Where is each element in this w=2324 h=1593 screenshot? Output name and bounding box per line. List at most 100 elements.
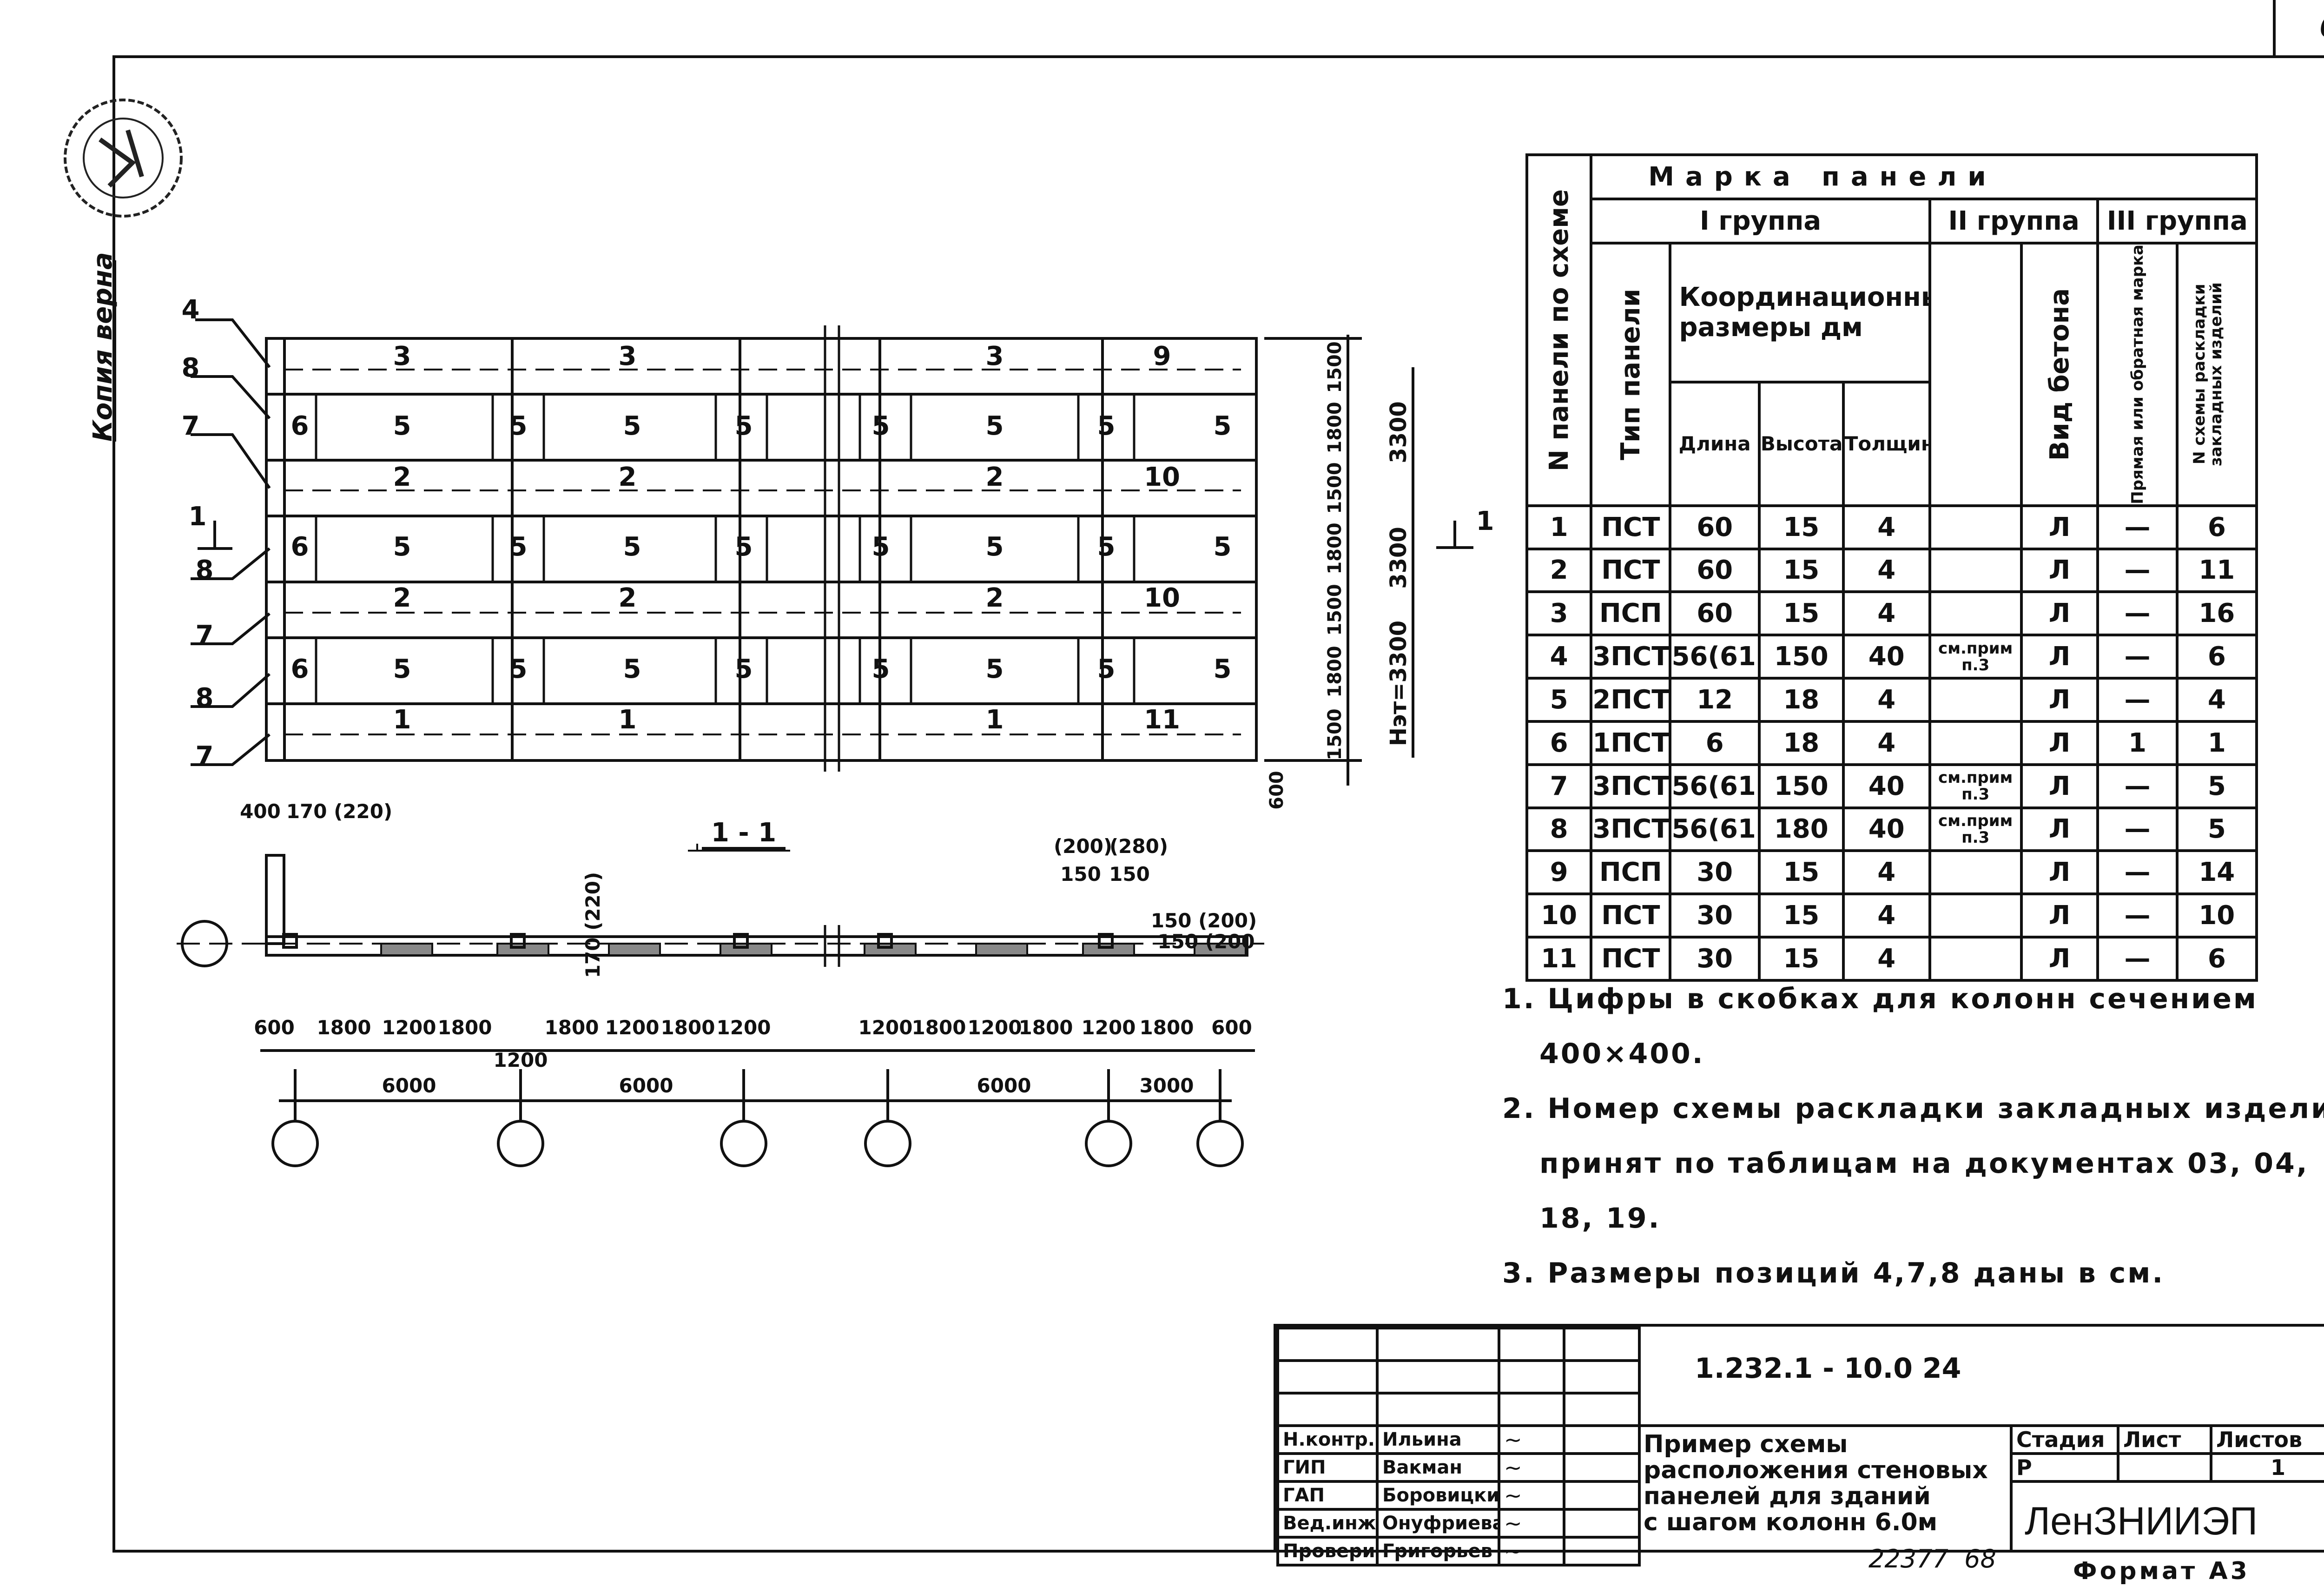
name: Вакман — [1376, 1452, 1500, 1483]
dim: 170 (220) — [581, 872, 604, 978]
cell-len: 30 — [1669, 849, 1761, 896]
dim: 1500 — [1324, 341, 1346, 393]
dim: 400 — [240, 800, 281, 823]
thick-header: Толщина — [1842, 380, 1931, 507]
cell-mark: — — [2096, 634, 2179, 680]
name: Ильина — [1376, 1424, 1500, 1455]
span-dim: 6000 — [977, 1074, 1031, 1097]
cell-g2 — [1928, 935, 2023, 982]
panel-mark: 2 — [986, 583, 1004, 613]
panel-mark: 1 — [619, 705, 637, 735]
cell-n: 10 — [1525, 892, 1593, 939]
cell-scheme: 11 — [2175, 547, 2258, 594]
doc-title: Пример схемы расположения стеновых панел… — [1644, 1430, 1988, 1536]
panel-mark: 5 — [1214, 411, 1232, 441]
cell-n: 7 — [1525, 763, 1593, 809]
note-line: 18, 19. — [1539, 1202, 1661, 1235]
cell-scheme: 4 — [2175, 677, 2258, 723]
cell-mark: — — [2096, 806, 2179, 853]
dim: 150 — [1060, 863, 1101, 886]
cell-g2 — [1928, 720, 2023, 766]
panel-mark: 5 — [393, 654, 411, 684]
panel-mark: 5 — [509, 411, 528, 441]
storey-dim: 3300 — [1386, 527, 1412, 589]
cell-mark: — — [2096, 677, 2179, 723]
cell-t: 40 — [1842, 634, 1931, 680]
cell-scheme: 6 — [2175, 935, 2258, 982]
cell-len: 60 — [1669, 590, 1761, 637]
signature-row: ПроверилГригорьев~ — [1276, 1536, 1641, 1567]
section-title: 1 - 1 — [711, 818, 776, 848]
type-header: Тип панели — [1590, 242, 1672, 507]
role: Вед.инж. — [1276, 1508, 1379, 1539]
panel-mark: 3 — [619, 341, 637, 371]
panel-mark: 5 — [986, 532, 1004, 562]
note-line: 1. Цифры в скобках для колонн сечением — [1502, 983, 2258, 1015]
cell-n: 11 — [1525, 935, 1593, 982]
dim: 1500 — [1324, 584, 1346, 635]
cell-len: 60 — [1669, 547, 1761, 594]
signature: ~ — [1498, 1480, 1565, 1511]
leader-mark: 8 — [196, 683, 214, 713]
cell-type: 2ПСТ — [1590, 677, 1672, 723]
cell-scheme: 6 — [2175, 634, 2258, 680]
title-block: Н.контр.Ильина~ГИПВакман~ГАПБоровицкий~В… — [1274, 1324, 2324, 1567]
cell-n: 6 — [1525, 720, 1593, 766]
signature-row: Н.контр.Ильина~ — [1276, 1424, 1641, 1455]
cell-g2 — [1928, 677, 2023, 723]
panel-mark: 2 — [986, 462, 1004, 492]
panel-mark: 10 — [1144, 462, 1180, 492]
panel-mark: 3 — [986, 341, 1004, 371]
dim: 1500 — [1324, 708, 1346, 760]
panel-mark: 6 — [291, 654, 309, 684]
dim: 1800 — [1019, 1016, 1073, 1039]
cell-g2 — [1928, 504, 2023, 550]
cell-t: 4 — [1842, 590, 1931, 637]
cell-scheme: 5 — [2175, 806, 2258, 853]
panel-mark: 3 — [393, 341, 411, 371]
cell-beton: Л — [2020, 547, 2100, 594]
cell-h: 15 — [1757, 935, 1845, 982]
cell-len: 60 — [1669, 504, 1761, 550]
inventory-number: 22377 68 — [1868, 1544, 1996, 1573]
cell-h: 15 — [1757, 504, 1845, 550]
note-line: 400×400. — [1539, 1038, 1705, 1070]
cell-g2 — [1928, 547, 2023, 594]
cell-mark: — — [2096, 935, 2179, 982]
cell-g2 — [1928, 892, 2023, 939]
dim: 1200 — [494, 1049, 548, 1071]
panel-mark: 5 — [872, 654, 890, 684]
cell-mark: — — [2096, 849, 2179, 896]
cell-len: 56(61) — [1669, 763, 1761, 809]
concrete-header: Вид бетона — [2020, 242, 2100, 507]
col-no-header: N панели по схеме — [1525, 153, 1593, 507]
dim: 1800 — [317, 1016, 371, 1039]
panel-mark: 2 — [393, 583, 411, 613]
dim: 1800 — [1324, 402, 1346, 453]
cell-g2 — [1928, 849, 2023, 896]
cell-scheme: 5 — [2175, 763, 2258, 809]
dim: 150 — [1109, 863, 1150, 886]
section-mark-right: 1 — [1476, 506, 1494, 536]
leader-mark: 7 — [196, 741, 214, 771]
signature: ~ — [1498, 1452, 1565, 1483]
cell-g2: см.прим п.3 — [1928, 763, 2023, 809]
section-plan — [177, 844, 1264, 1167]
dim: 1800 — [661, 1016, 715, 1039]
panel-mark: 5 — [509, 532, 528, 562]
cell-beton: Л — [2020, 720, 2100, 766]
section-mark-left: 1 — [189, 502, 207, 532]
cell-g2: см.прим п.3 — [1928, 806, 2023, 853]
elevation-labels: 3 3 3 9 6 5 5 5 5 5 5 5 5 2 2 2 10 6 5 5… — [182, 295, 1494, 771]
dim: 170 (220) — [286, 800, 392, 823]
dim: 150 (200) — [1151, 909, 1257, 932]
panel-mark: 5 — [735, 654, 753, 684]
dim: 1200 — [968, 1016, 1022, 1039]
cell-t: 40 — [1842, 763, 1931, 809]
panel-mark: 5 — [623, 654, 641, 684]
